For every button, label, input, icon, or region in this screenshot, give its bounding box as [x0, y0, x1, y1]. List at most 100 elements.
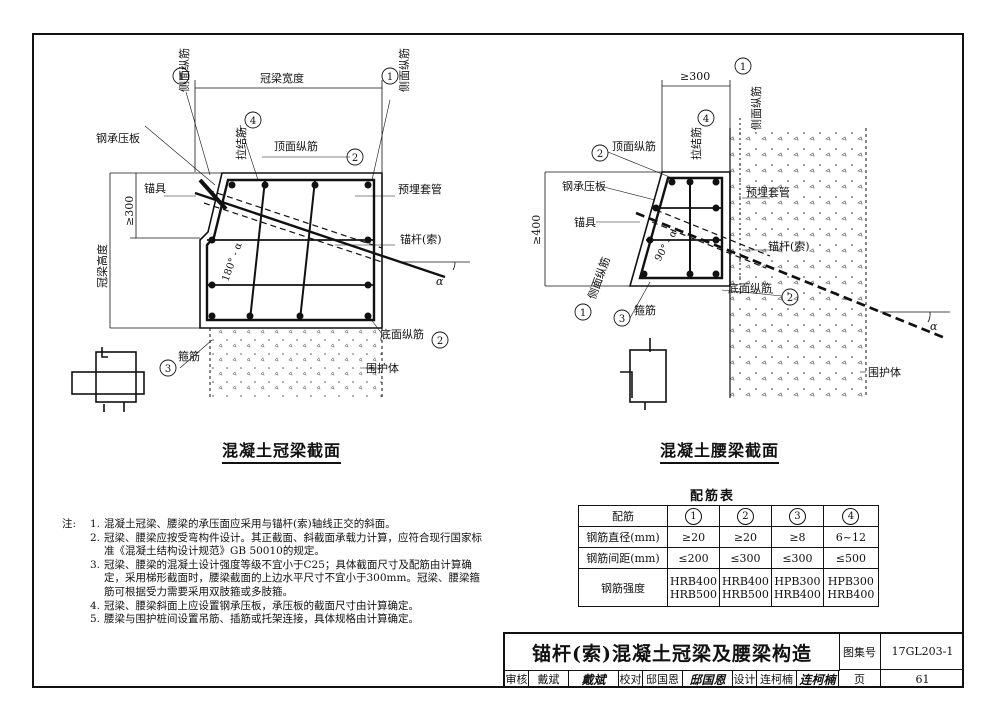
- bearing-plate-label: 钢承压板: [562, 179, 606, 193]
- cell-line: HRB400: [827, 587, 875, 601]
- anchorage-label: 锚具: [574, 215, 596, 229]
- table-cell: 6~12: [822, 526, 879, 548]
- page-label: 页: [839, 670, 881, 688]
- row-label: 钢筋直径(mm): [578, 526, 668, 548]
- designer-signature: 连柯楠: [797, 670, 839, 688]
- circle-4: 4: [703, 114, 709, 125]
- anchor-rod: [194, 191, 446, 279]
- side-bar-label: 侧面纵筋: [397, 48, 411, 92]
- reviewer: 戴斌: [529, 670, 569, 688]
- alpha-label: α: [930, 320, 938, 333]
- checker-signature: 邸国恩: [683, 670, 733, 688]
- check-label: 校对: [619, 670, 643, 688]
- title-block: 锚杆(索)混凝土冠梁及腰梁构造 图集号 17GL203-1 审核 戴斌 戴斌 校…: [503, 632, 964, 688]
- review-label: 审核: [505, 670, 529, 688]
- table-row: 钢筋直径(mm) ≥20 ≥20 ≥8 6~12: [578, 526, 879, 548]
- angle-label: 180° - α: [220, 241, 244, 283]
- note-num: 4.: [90, 599, 101, 612]
- side-bar-label: 侧面纵筋: [585, 255, 613, 301]
- sleeve-label: 预埋套管: [398, 182, 442, 196]
- rebar-table-title: 配筋表: [690, 489, 736, 504]
- row-label: 钢筋间距(mm): [578, 547, 668, 569]
- note-4: 冠梁、腰梁斜面上应设置钢承压板，承压板的截面尺寸由计算确定。: [104, 599, 419, 612]
- table-cell: ≤300: [770, 547, 824, 569]
- bearing-plate-label: 钢承压板: [96, 131, 140, 145]
- rebar-table: 配筋 1 2 3 4 钢筋直径(mm) ≥20 ≥20 ≥8 6~12 钢筋间距…: [578, 505, 879, 607]
- atlas-number: 17GL203-1: [881, 634, 964, 670]
- circle-1: 1: [178, 72, 184, 83]
- atlas-label: 图集号: [839, 634, 881, 670]
- retaining-label: 围护体: [366, 361, 399, 375]
- note-num: 5.: [90, 613, 101, 626]
- table-row: 钢筋间距(mm) ≤200 ≤300 ≤300 ≤500: [578, 547, 879, 569]
- anchorage-label: 锚具: [144, 181, 166, 195]
- note-5: 腰梁与围护桩间设置吊筋、插筋或托架连接，具体规格由计算确定。: [104, 613, 419, 626]
- table-header: 4: [822, 505, 879, 527]
- circle-2: 2: [597, 149, 603, 160]
- circle-2: 2: [437, 336, 443, 347]
- cell-line: HPB300: [827, 574, 874, 588]
- stirrup-label: 箍筋: [634, 303, 656, 317]
- circle-1: 1: [580, 308, 586, 319]
- crown-width-label: 冠梁宽度: [260, 71, 304, 85]
- drawing-title: 锚杆(索)混凝土冠梁及腰梁构造: [505, 634, 840, 671]
- page-number: 61: [915, 672, 930, 686]
- retaining-label: 围护体: [868, 365, 901, 379]
- table-cell: ≥20: [667, 526, 720, 548]
- note-num: 2.: [90, 531, 101, 544]
- crown-beam-drawing: 1 1 4 2 2 3 冠梁宽度 侧面纵筋 侧面纵筋 拉结筋 顶面纵筋 钢承压板…: [71, 48, 470, 412]
- tie-bar-label: 拉结筋: [234, 127, 248, 160]
- side-bar-label: 侧面纵筋: [177, 48, 191, 92]
- stirrup-sketch-icon: [71, 347, 145, 412]
- dim-300: ≥300: [123, 196, 136, 226]
- anchor-label: 锚杆(索): [768, 239, 810, 253]
- retaining-body: [210, 328, 382, 398]
- bottom-bar-label: 底面纵筋: [728, 281, 772, 295]
- waist-beam-outline: [628, 171, 731, 287]
- reviewer-signature: 戴斌: [569, 670, 619, 688]
- notes: 注:1.混凝土冠梁、腰梁的承压面应采用与锚杆(索)轴线正交的斜面。 2.冠梁、腰…: [62, 518, 482, 627]
- circle-2: 2: [787, 293, 793, 304]
- checker: 邸国恩: [643, 670, 683, 688]
- dim-300: ≥300: [680, 70, 710, 83]
- tie-bar-label: 拉结筋: [689, 127, 703, 160]
- top-bar-label: 顶面纵筋: [274, 139, 318, 153]
- bottom-bar-label: 底面纵筋: [380, 327, 424, 341]
- top-bar-label: 顶面纵筋: [612, 139, 656, 153]
- cell-line: HRB500: [670, 587, 717, 601]
- cell-line: HRB400: [721, 574, 769, 588]
- note-2: 冠梁、腰梁应按受弯构件设计。其正截面、斜截面承载力计算，应符合现行国家标准《混凝…: [104, 531, 482, 558]
- cell-line: HPB300: [774, 574, 821, 588]
- table-cell: ≤500: [822, 547, 879, 569]
- note-3: 冠梁、腰梁的混凝土设计强度等级不宜小于C25；具体截面尺寸及配筋由计算确定，采用…: [104, 558, 480, 598]
- table-cell: ≤200: [667, 547, 720, 569]
- row-label: 钢筋强度: [578, 568, 668, 607]
- angle-label: 90° - α: [653, 228, 680, 263]
- table-header: 配筋: [578, 505, 668, 527]
- side-bar-label: 侧面纵筋: [749, 86, 763, 130]
- cell-line: HRB500: [721, 587, 769, 601]
- note-1: 混凝土冠梁、腰梁的承压面应采用与锚杆(索)轴线正交的斜面。: [104, 518, 396, 530]
- note-num: 3.: [90, 558, 101, 571]
- circle-2: 2: [736, 507, 754, 525]
- circle-3: 3: [619, 314, 625, 325]
- table-header: 2: [718, 505, 772, 527]
- crown-height-label: 冠梁高度: [95, 244, 109, 288]
- waist-beam-caption: 混凝土腰梁截面: [660, 437, 780, 464]
- circle-1: 1: [684, 507, 702, 525]
- circle-2: 2: [352, 153, 358, 164]
- note-num: 1.: [90, 518, 101, 530]
- designer: 连柯楠: [757, 670, 797, 688]
- table-header: 1: [667, 505, 720, 527]
- table-row: 配筋 1 2 3 4: [578, 505, 879, 527]
- table-cell: ≥20: [718, 526, 772, 548]
- cell-line: HRB400: [670, 574, 717, 588]
- stirrup-label: 箍筋: [178, 349, 200, 363]
- circle-4: 4: [842, 507, 860, 525]
- dim-400: ≥400: [530, 215, 543, 245]
